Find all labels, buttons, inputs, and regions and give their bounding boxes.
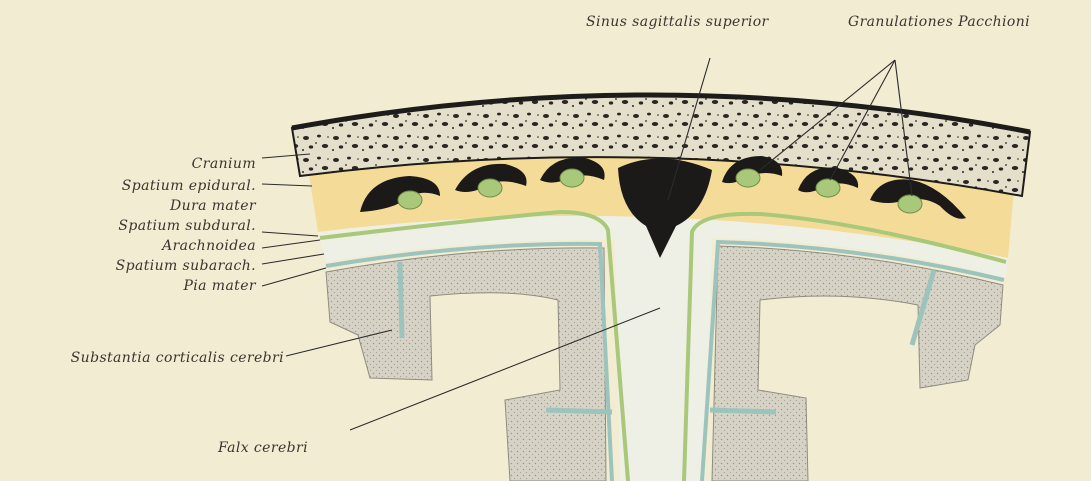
label-pia-mater: Pia mater [182, 278, 256, 294]
cortex-right [712, 246, 1003, 481]
label-granulationes: Granulationes Pacchioni [848, 14, 1030, 30]
leader-subarach [262, 254, 324, 264]
sulcus-left-2 [546, 410, 612, 412]
leader-subdural [262, 232, 318, 236]
label-substantia-corticalis: Substantia corticalis cerebri [71, 350, 284, 366]
label-arachnoidea: Arachnoidea [160, 238, 256, 254]
label-spatium-epidural: Spatium epidural. [122, 178, 256, 194]
sulcus-left-1 [400, 262, 402, 338]
label-spatium-subdural: Spatium subdural. [118, 218, 256, 234]
label-falx-cerebri: Falx cerebri [217, 440, 308, 456]
label-sinus-sagittalis: Sinus sagittalis superior [586, 14, 770, 30]
label-dura-mater: Dura mater [169, 198, 257, 214]
cortex-left [326, 248, 606, 481]
leader-arachnoidea [262, 240, 320, 248]
leader-pia [262, 268, 326, 286]
leader-epidural [262, 184, 312, 186]
label-spatium-subarach: Spatium subarach. [116, 258, 256, 274]
sulcus-right-2 [710, 410, 776, 412]
label-cranium: Cranium [192, 156, 256, 172]
